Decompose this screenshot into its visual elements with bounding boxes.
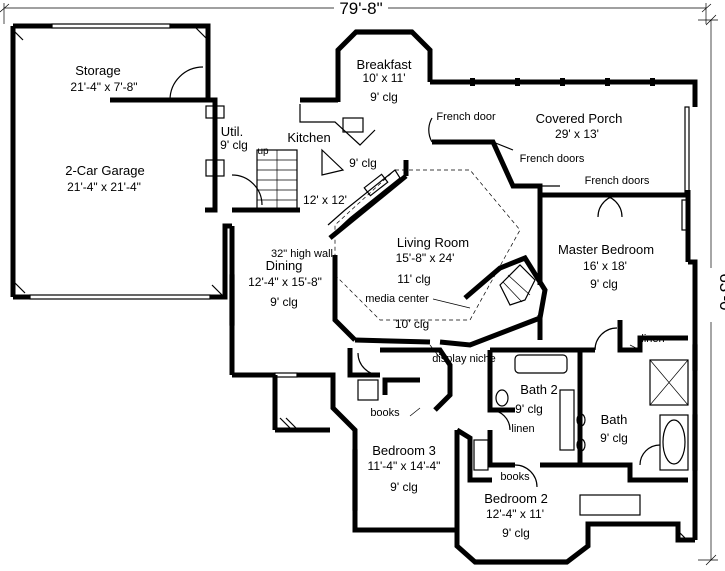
doors xyxy=(169,66,661,488)
display-niche-label: display niche xyxy=(432,353,496,365)
room-name: Breakfast xyxy=(357,57,412,72)
room-size: 29' x 13' xyxy=(555,127,599,141)
french-doors-label-2: French doors xyxy=(585,175,650,187)
room-ceiling-2: 10' clg xyxy=(395,317,429,331)
room-size: 21'-4" x 21'-4" xyxy=(67,180,141,194)
interior-walls xyxy=(205,97,688,530)
stairs xyxy=(256,149,298,211)
room-ceiling: 9' clg xyxy=(515,402,543,416)
media-center-label: media center xyxy=(365,293,429,305)
room-ceiling: 9' clg xyxy=(349,156,377,170)
room-size: 10' x 11' xyxy=(362,71,405,85)
room-ceiling: 9' clg xyxy=(502,526,530,540)
room-ceiling: 9' clg xyxy=(390,480,418,494)
porch-columns xyxy=(470,78,655,86)
dimension-labels: 79'-8" 63'-0" xyxy=(339,0,725,317)
room-covered-porch: Covered Porch 29' x 13' xyxy=(536,111,623,141)
room-size: 16' x 18' xyxy=(583,259,627,273)
width-dimension xyxy=(0,3,712,24)
room-labels: Storage 21'-4" x 7'-8" 2-Car Garage 21'-… xyxy=(65,57,654,540)
room-name: Bath xyxy=(601,412,628,427)
room-kitchen: Kitchen 9' clg 12' x 12' xyxy=(287,130,377,207)
room-breakfast: Breakfast 10' x 11' 9' clg xyxy=(357,57,412,104)
french-doors-label-1: French doors xyxy=(520,153,585,165)
room-size: 12'-4" x 15'-8" xyxy=(248,275,322,289)
room-ceiling: 11' clg xyxy=(397,272,430,286)
up-label: up xyxy=(257,146,269,157)
annotation-labels: French door French doors French doors me… xyxy=(257,111,664,483)
room-name: Living Room xyxy=(397,235,469,250)
room-size: 12'-4" x 11' xyxy=(486,507,544,521)
room-size: 15'-8" x 24' xyxy=(396,251,455,265)
wall-hatching xyxy=(12,27,688,541)
room-name: Bath 2 xyxy=(520,382,558,397)
room-name: Util. xyxy=(221,124,243,139)
room-ceiling: 9' clg xyxy=(270,295,298,309)
room-name: Storage xyxy=(75,63,121,78)
depth-label: 63'-0" xyxy=(716,273,725,316)
room-ceiling: 9' clg xyxy=(370,90,398,104)
room-ceiling: 9' clg xyxy=(590,277,618,291)
room-name: Kitchen xyxy=(287,130,330,145)
room-bedroom-2: Bedroom 2 12'-4" x 11' 9' clg xyxy=(484,491,548,540)
room-util: Util. 9' clg xyxy=(220,124,248,152)
room-name: Covered Porch xyxy=(536,111,623,126)
windows xyxy=(29,23,698,565)
room-bath: Bath 9' clg xyxy=(600,412,628,445)
room-ceiling: 9' clg xyxy=(220,138,248,152)
room-size: 21'-4" x 7'-8" xyxy=(70,80,137,94)
room-bedroom-3: Bedroom 3 11'-4" x 14'-4" 9' clg xyxy=(368,443,441,494)
leader-lines xyxy=(409,298,641,417)
room-dining: 32" high wall Dining 12'-4" x 15'-8" 9' … xyxy=(248,248,333,309)
fixtures xyxy=(205,104,689,516)
room-garage: 2-Car Garage 21'-4" x 21'-4" xyxy=(65,163,144,194)
room-ceiling: 9' clg xyxy=(600,431,628,445)
width-label: 79'-8" xyxy=(339,0,382,18)
depth-dimension xyxy=(698,14,718,566)
exterior-walls xyxy=(10,23,698,565)
linen-label-2: linen xyxy=(641,333,664,345)
room-name: Bedroom 2 xyxy=(484,491,548,506)
room-storage: Storage 21'-4" x 7'-8" xyxy=(70,63,137,94)
room-size: 11'-4" x 14'-4" xyxy=(368,459,441,473)
room-note: 32" high wall xyxy=(271,248,333,260)
books-label-2: books xyxy=(500,471,530,483)
room-name: Bedroom 3 xyxy=(372,443,436,458)
room-living: Living Room 15'-8" x 24' 11' clg 10' clg xyxy=(395,235,469,331)
room-name: 2-Car Garage xyxy=(65,163,144,178)
books-label-1: books xyxy=(370,407,400,419)
room-master-bedroom: Master Bedroom 16' x 18' 9' clg xyxy=(558,242,654,291)
french-door-label: French door xyxy=(436,111,496,123)
linen-label-1: linen xyxy=(511,423,534,435)
room-bath-2: Bath 2 9' clg xyxy=(515,382,558,416)
room-size: 12' x 12' xyxy=(303,193,347,207)
room-name: Dining xyxy=(266,258,303,273)
room-name: Master Bedroom xyxy=(558,242,654,257)
